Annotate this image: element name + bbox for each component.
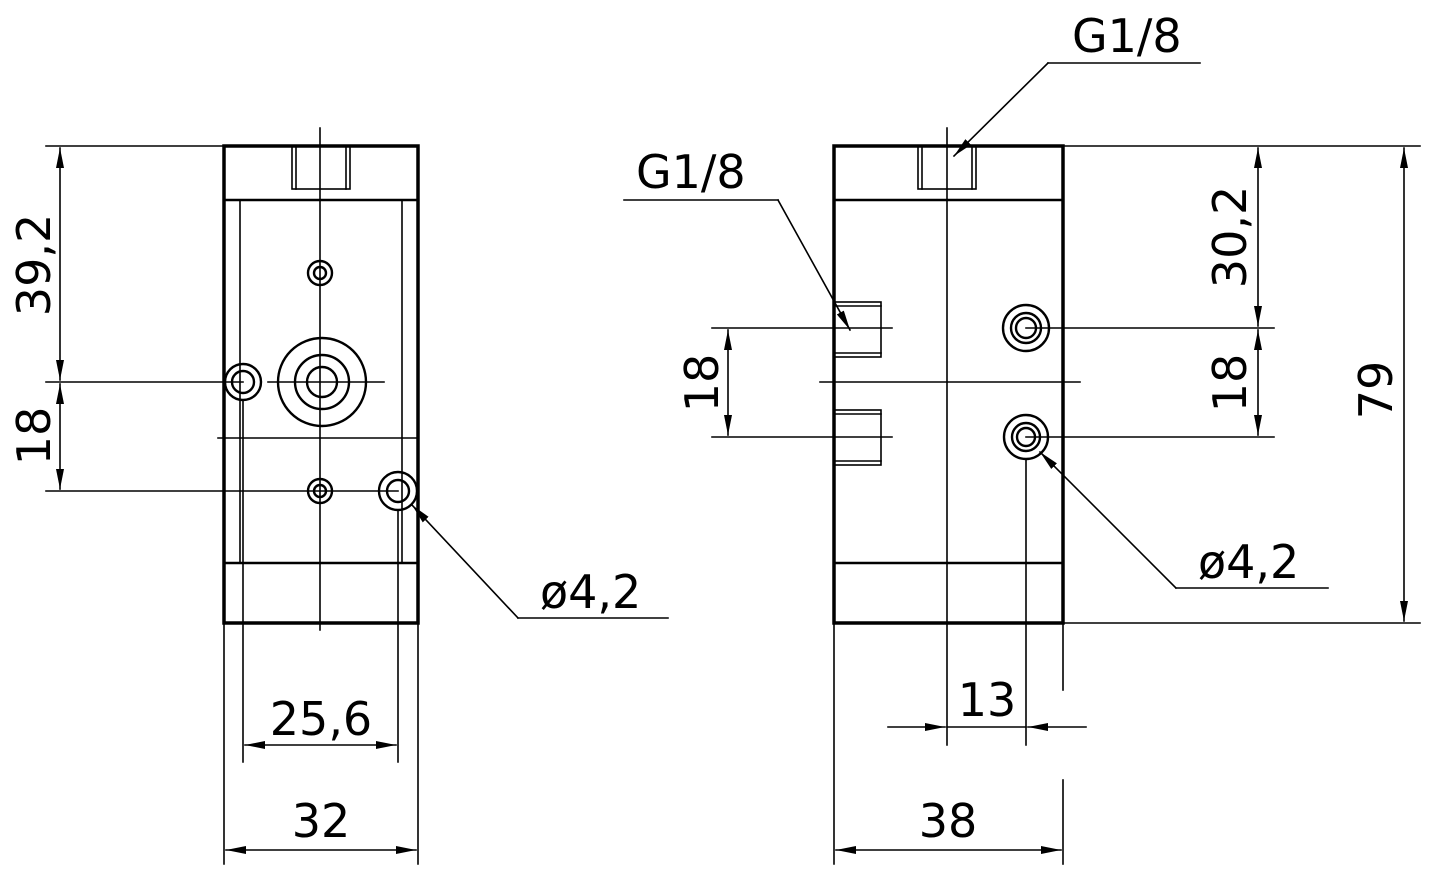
dim-label-13: 13: [958, 673, 1017, 727]
right-hole-callout: ø4,2: [1198, 535, 1299, 589]
left-hole-callout: ø4,2: [540, 565, 641, 619]
left-view: 39,2 18 25,6 32 ø4,2: [7, 127, 669, 865]
left-top-port: [291, 145, 351, 190]
dim-label-18-left: 18: [7, 407, 61, 466]
dim-label-30-2: 30,2: [1203, 186, 1257, 288]
right-hole-leader: [1038, 450, 1178, 590]
right-view: G1/8 G1/8 18 30,2 18 79 ø4,2 13: [623, 9, 1421, 865]
right-body-outline: [832, 144, 1065, 625]
right-top-port-leader: [952, 61, 1050, 158]
right-side-port-leader: [776, 198, 852, 332]
dim-label-18-side: 18: [675, 354, 729, 413]
dim-label-79: 79: [1349, 361, 1403, 420]
dim-label-32: 32: [292, 794, 351, 848]
right-side-port-upper: [833, 301, 882, 358]
dim-label-18-right: 18: [1203, 354, 1257, 413]
dim-label-25-6: 25,6: [270, 692, 372, 746]
right-top-port-callout: G1/8: [1072, 9, 1182, 63]
right-side-port-callout: G1/8: [636, 145, 746, 199]
left-hole-leader: [410, 503, 520, 620]
left-screw-hole-top: [306, 259, 334, 287]
dim-label-38: 38: [919, 794, 978, 848]
dim-label-39-2: 39,2: [7, 214, 61, 316]
